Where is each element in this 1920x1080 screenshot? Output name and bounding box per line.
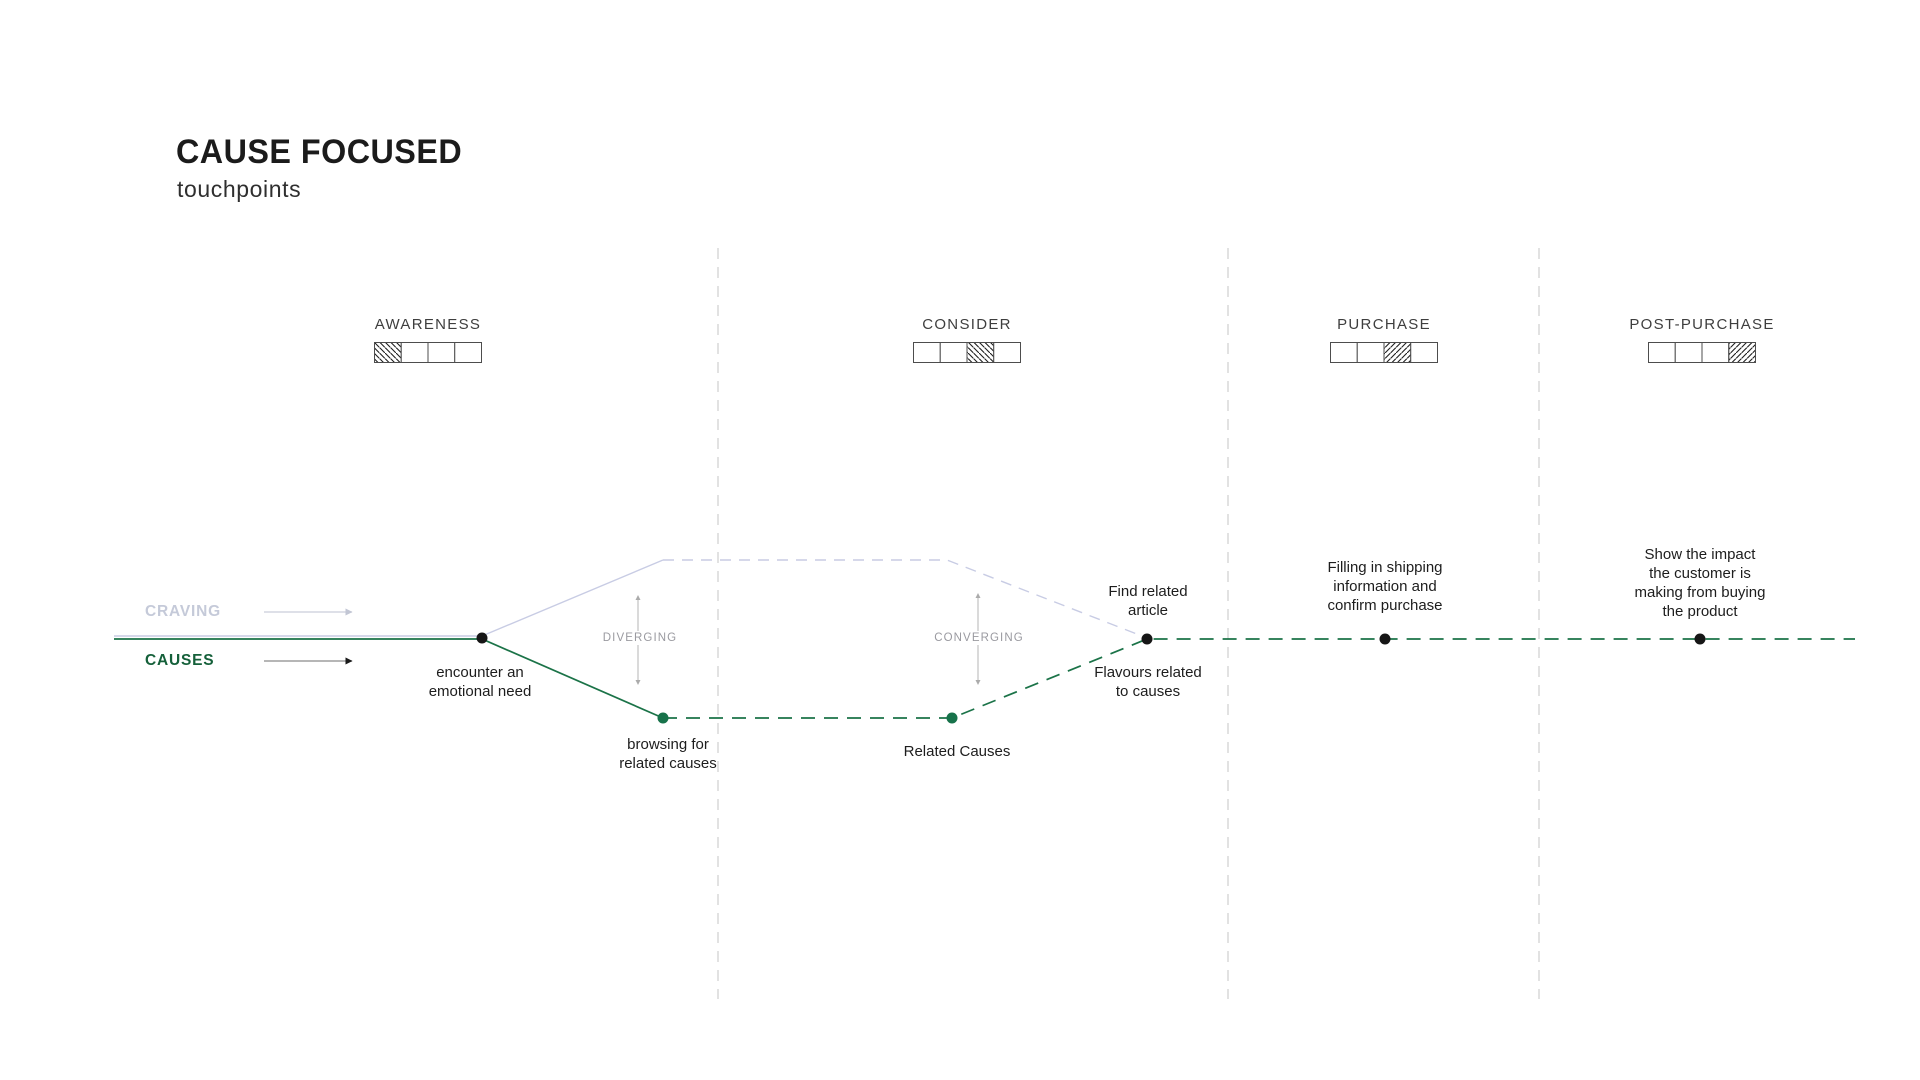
legend-label-craving: CRAVING <box>145 603 221 620</box>
page-title: CAUSE FOCUSED <box>176 133 463 171</box>
stage-progress-bar-consider <box>913 342 1021 363</box>
page-subtitle: touchpoints <box>177 176 302 202</box>
node-dot-encounter <box>476 632 488 644</box>
stage-label-post-purchase: POST-PURCHASE <box>1629 316 1775 333</box>
causes-path-dashed <box>663 638 1855 719</box>
node-label-find-article: Find related article <box>1108 583 1188 619</box>
stage-progress-bar-purchase <box>1330 342 1438 363</box>
node-label-browsing: browsing for related causes <box>619 736 717 772</box>
node-label-encounter: encounter an emotional need <box>428 664 532 700</box>
node-dot-related-causes <box>946 712 958 724</box>
node-dot-browsing <box>657 712 669 724</box>
node-label-flavours: Flavours related to causes <box>1094 664 1202 700</box>
legend-label-causes: CAUSES <box>145 652 215 669</box>
craving-path-solid <box>114 559 664 637</box>
stage-label-awareness: AWARENESS <box>374 316 482 333</box>
stage-progress-bar-post-purchase <box>1648 342 1756 363</box>
node-label-impact: Show the impact the customer is making f… <box>1634 546 1766 620</box>
stage-label-consider: CONSIDER <box>922 316 1012 333</box>
node-dot-find-article <box>1141 633 1153 645</box>
node-label-related-causes: Related Causes <box>903 743 1011 760</box>
converging-label: CONVERGING <box>929 631 1029 645</box>
craving-path-dashed <box>663 559 1148 639</box>
stage-progress-bar-awareness <box>374 342 482 363</box>
node-label-shipping: Filling in shipping information and conf… <box>1327 559 1443 614</box>
node-dot-impact <box>1694 633 1706 645</box>
causes-path-solid <box>114 638 664 719</box>
node-dot-shipping <box>1379 633 1391 645</box>
stage-label-purchase: PURCHASE <box>1337 316 1431 333</box>
diverging-label: DIVERGING <box>597 631 683 645</box>
